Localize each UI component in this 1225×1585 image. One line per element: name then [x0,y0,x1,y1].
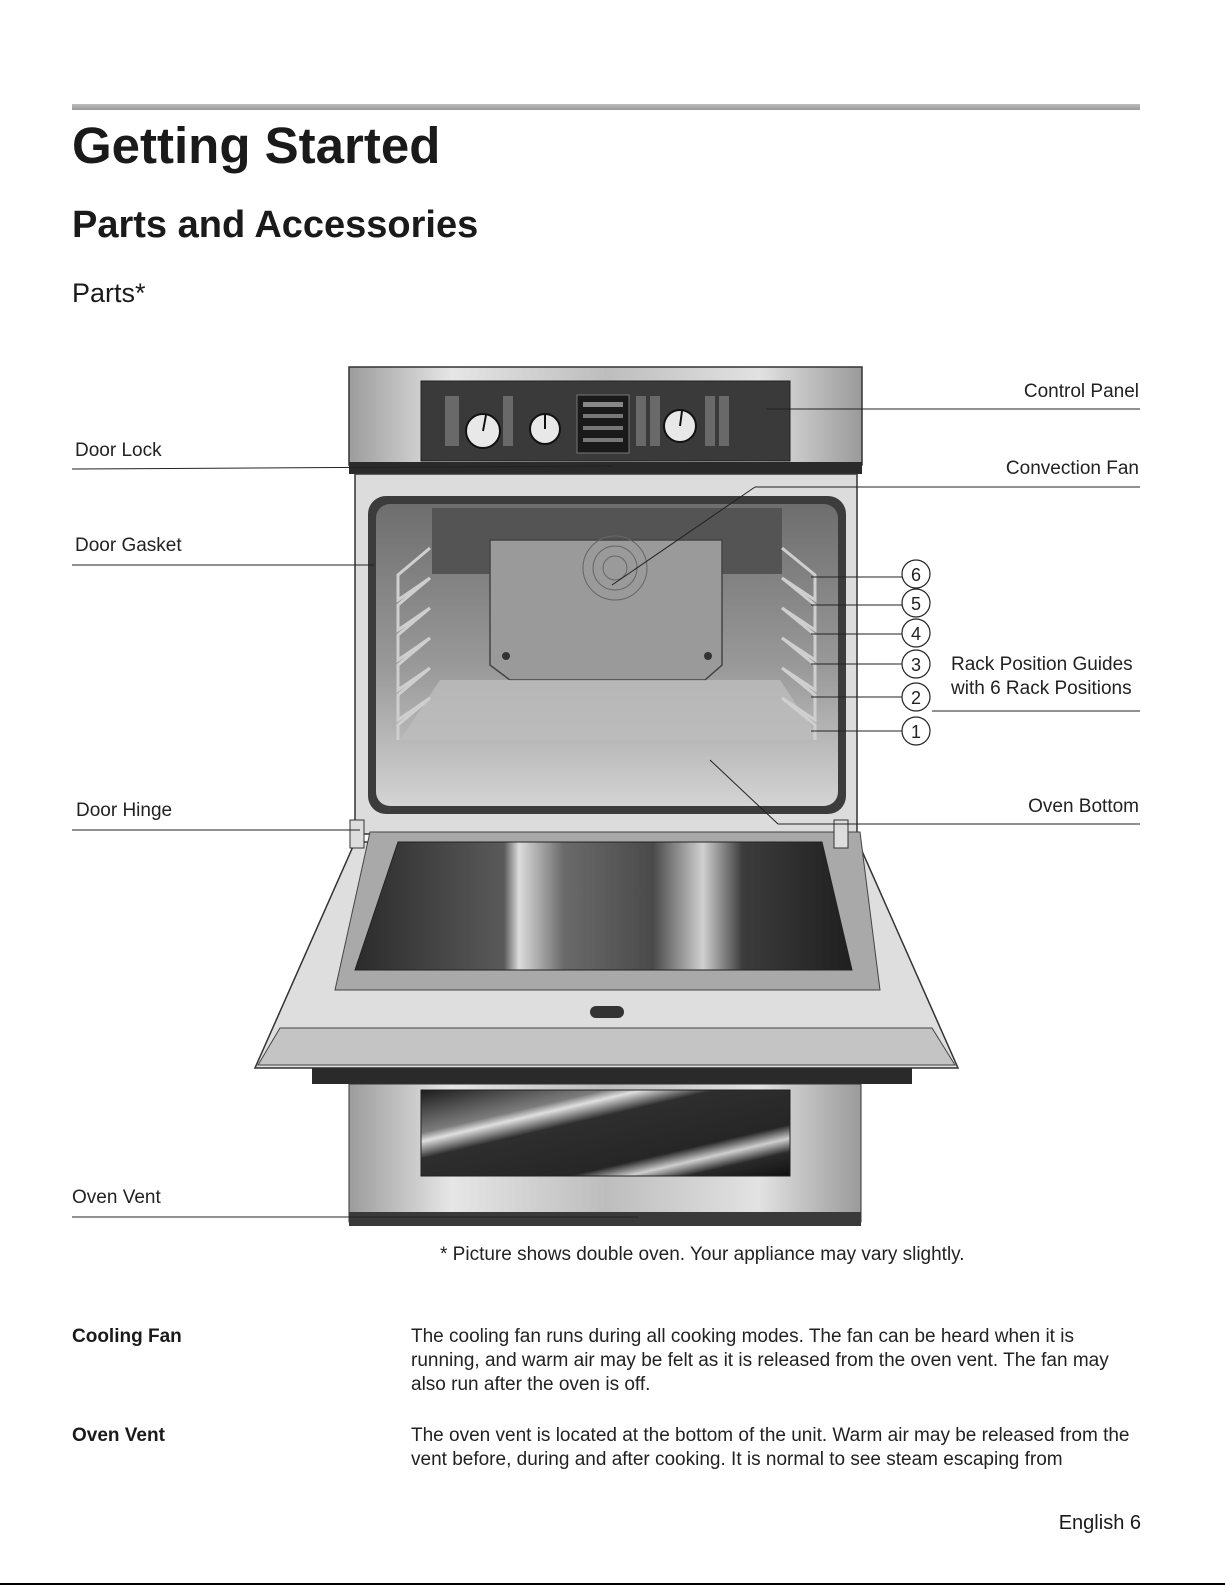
label-rack-guides-line1: Rack Position Guides [951,654,1133,675]
figure-caption: * Picture shows double oven. Your applia… [440,1244,965,1265]
label-door-gasket: Door Gasket [75,535,182,556]
header-rule [72,104,1140,110]
rack-number-6: 6 [911,565,921,585]
term-cooling-fan: Cooling Fan [72,1326,182,1347]
term-oven-vent: Oven Vent [72,1425,165,1446]
label-oven-vent: Oven Vent [72,1187,161,1208]
rack-number-2: 2 [911,688,921,708]
oven-diagram: 6 5 4 3 2 1 [71,366,1140,1226]
label-door-lock: Door Lock [75,440,162,461]
page-number: English 6 [1058,1512,1141,1534]
rack-number-3: 3 [911,655,921,675]
rack-number-5: 5 [911,594,921,614]
subsection-title: Parts* [72,278,146,308]
label-oven-bottom: Oven Bottom [1028,796,1139,817]
label-door-hinge: Door Hinge [76,800,173,821]
rack-number-1: 1 [911,722,921,742]
desc-cooling-fan: The cooling fan runs during all cooking … [411,1326,1109,1395]
desc-oven-vent: The oven vent is located at the bottom o… [411,1425,1130,1470]
rack-number-4: 4 [911,624,921,644]
label-rack-guides-line2: with 6 Rack Positions [951,678,1132,699]
footer-rule [0,1583,1225,1585]
section-title: Parts and Accessories [72,204,479,246]
page-title: Getting Started [72,117,441,174]
label-control-panel: Control Panel [1023,381,1139,402]
label-convection-fan: Convection Fan [1005,458,1139,479]
